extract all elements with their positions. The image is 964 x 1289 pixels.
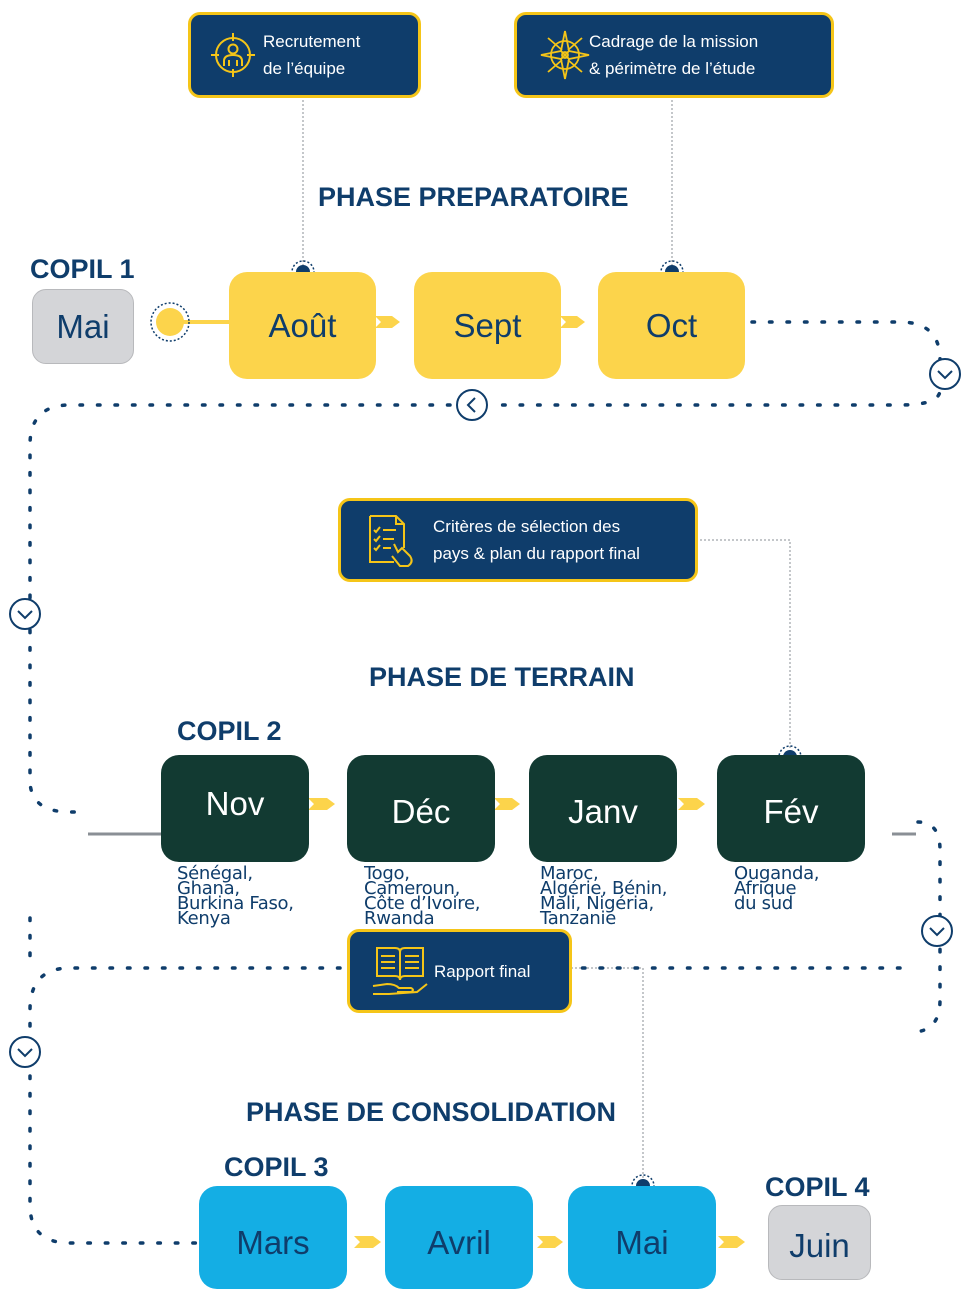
chevron-left-circle-icon[interactable]: [456, 389, 488, 421]
month-dec: Déc: [347, 755, 495, 862]
month-janv: Janv: [529, 755, 677, 862]
callout-recruitment-text: Recrutement de l’équipe: [263, 32, 361, 78]
recruitment-target-person-icon: [203, 31, 263, 79]
chevron-down-circle-icon[interactable]: [921, 915, 953, 947]
month-aout: Août: [229, 272, 376, 379]
dotted-path-2: [28, 403, 452, 814]
month-oct: Oct: [598, 272, 745, 379]
callout-recruitment: Recrutement de l’équipe: [188, 12, 421, 98]
month-nov: Nov: [161, 755, 309, 862]
callout-final-report-text: Rapport final: [434, 961, 531, 981]
month-avril: Avril: [385, 1186, 533, 1289]
leader-criteria: [696, 539, 791, 755]
phase-field-title: PHASE DE TERRAIN: [369, 662, 635, 692]
copil-4-label: COPIL 4: [765, 1172, 870, 1202]
compass-rose-icon: [535, 29, 595, 81]
month-sept: Sept: [414, 272, 561, 379]
month-juin: Juin: [768, 1205, 871, 1280]
countries-nov: Sénégal, Ghana, Burkina Faso, Kenya: [177, 863, 294, 929]
callout-framing-text: Cadrage de la mission & périmètre de l’é…: [589, 32, 759, 78]
month-mai-end: Mai: [568, 1186, 716, 1289]
month-mai-start: Mai: [32, 289, 134, 364]
start-circle-ring: [150, 302, 190, 342]
month-fev: Fév: [717, 755, 865, 862]
countries-dec: Togo, Cameroun, Côte d’Ivoire, Rwanda: [364, 866, 481, 928]
countries-janv: Maroc, Algérie, Bénin, Mali, Nigéria, Ta…: [540, 863, 668, 929]
chevron-down-circle-icon[interactable]: [9, 598, 41, 630]
phase-preparatory-title: PHASE PREPARATOIRE: [318, 182, 629, 212]
phase-consolidation-title: PHASE DE CONSOLIDATION: [246, 1097, 617, 1127]
start-circle: [156, 308, 184, 336]
copil-3-label: COPIL 3: [224, 1152, 329, 1182]
leader-final-report: [571, 967, 644, 1184]
dotted-path-4: [28, 966, 902, 1245]
open-book-hand-icon: [366, 944, 434, 998]
chevron-down-circle-icon[interactable]: [9, 1036, 41, 1068]
callout-criteria: Critères de sélection des pays & plan du…: [338, 498, 698, 582]
month-mars: Mars: [199, 1186, 347, 1289]
copil-2-label: COPIL 2: [177, 716, 282, 746]
copil-1-label: COPIL 1: [30, 254, 135, 284]
checklist-hand-icon: [359, 512, 423, 568]
chevron-down-circle-icon[interactable]: [929, 358, 961, 390]
callout-framing: Cadrage de la mission & périmètre de l’é…: [514, 12, 834, 98]
callout-final-report: Rapport final: [347, 929, 572, 1013]
callout-criteria-text: Critères de sélection des pays & plan du…: [433, 517, 640, 563]
countries-fev: Ouganda, Afrique du sud: [734, 863, 820, 914]
arrow-right-icon: [308, 316, 745, 1248]
